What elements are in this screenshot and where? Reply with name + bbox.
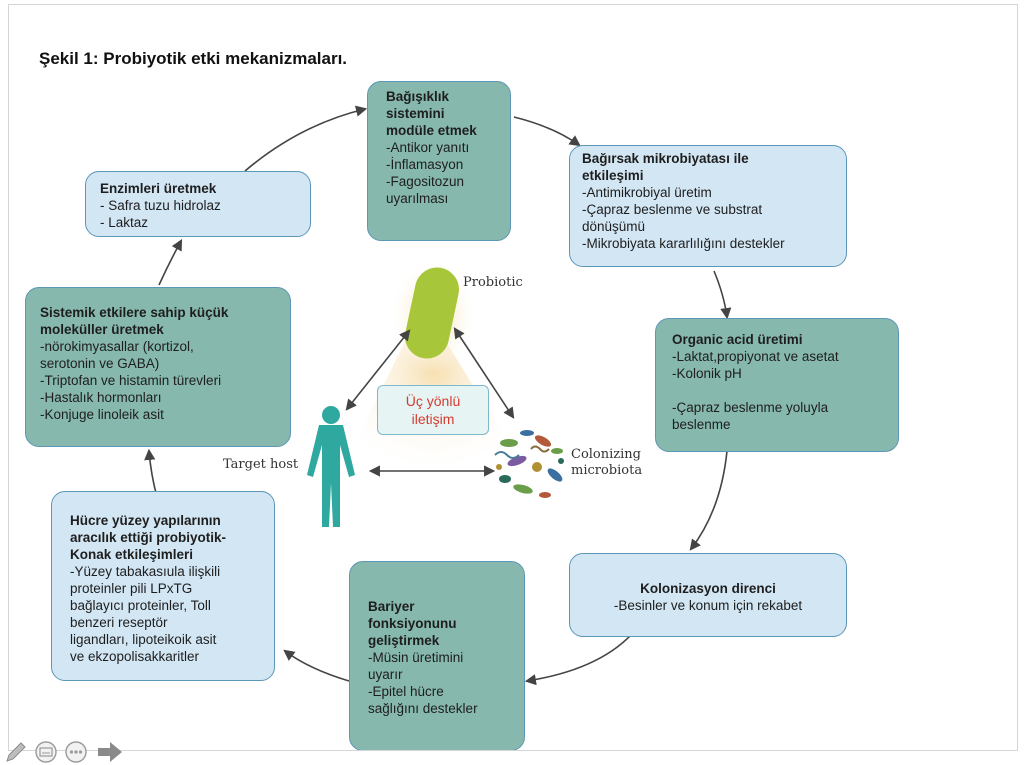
next-arrow-icon[interactable] bbox=[96, 740, 124, 764]
subtitles-icon[interactable] bbox=[34, 740, 58, 764]
cycle-arrow-molecules-to-enzymes bbox=[158, 239, 183, 286]
arrow-probiotic-host bbox=[345, 329, 411, 411]
arrow-probiotic-microbiota bbox=[453, 327, 515, 419]
organic-acid-box: Organic acid üretimi -Laktat,propiyonat … bbox=[655, 318, 899, 452]
more-icon[interactable] bbox=[64, 740, 88, 764]
barrier-function-box: Bariyer fonksiyonunu geliştirmek -Müsin … bbox=[349, 561, 525, 750]
target-host-label: Target host bbox=[223, 457, 299, 472]
colonizing-microbiota-label: Colonizing microbiota bbox=[571, 447, 643, 478]
cycle-arrow-barrier-to-cellsurface bbox=[283, 649, 350, 682]
enzymes-box: Enzimleri üretmek - Safra tuzu hidrolaz … bbox=[85, 171, 311, 237]
colonization-resistance-box: Kolonizasyon direnci -Besinler ve konum … bbox=[569, 553, 847, 637]
presentation-toolbar bbox=[0, 738, 140, 765]
page-title: Şekil 1: Probiyotik etki mekanizmaları. bbox=[39, 49, 348, 68]
pencil-icon[interactable] bbox=[4, 740, 28, 764]
microbiota-interaction-box: Bağırsak mikrobiyatası ile etkileşimi -A… bbox=[569, 145, 847, 267]
probiotic-icon bbox=[405, 267, 459, 359]
human-icon bbox=[307, 406, 355, 527]
cycle-arrow-immune-to-microbiota bbox=[513, 116, 581, 147]
slide: Şekil 1: Probiyotik etki mekanizmaları. … bbox=[8, 4, 1018, 751]
cycle-arrow-enzymes-to-immune bbox=[244, 105, 368, 172]
cycle-arrow-acid-to-colonization bbox=[689, 450, 728, 551]
small-molecules-box: Sistemik etkilere sahip küçük moleküller… bbox=[25, 287, 291, 447]
immune-modulation-box: Bağışıklık sistemini modüle etmek -Antik… bbox=[367, 81, 511, 241]
cell-surface-box: Hücre yüzey yapılarının aracılık ettiği … bbox=[51, 491, 275, 681]
probiotic-label: Probiotic bbox=[463, 275, 523, 290]
cycle-arrow-colonization-to-barrier bbox=[524, 634, 632, 686]
cycle-arrow-microbiota-to-acid bbox=[713, 270, 732, 320]
microbiota-icon bbox=[494, 430, 564, 498]
three-way-communication-box: Üç yönlü iletişim bbox=[377, 385, 489, 435]
